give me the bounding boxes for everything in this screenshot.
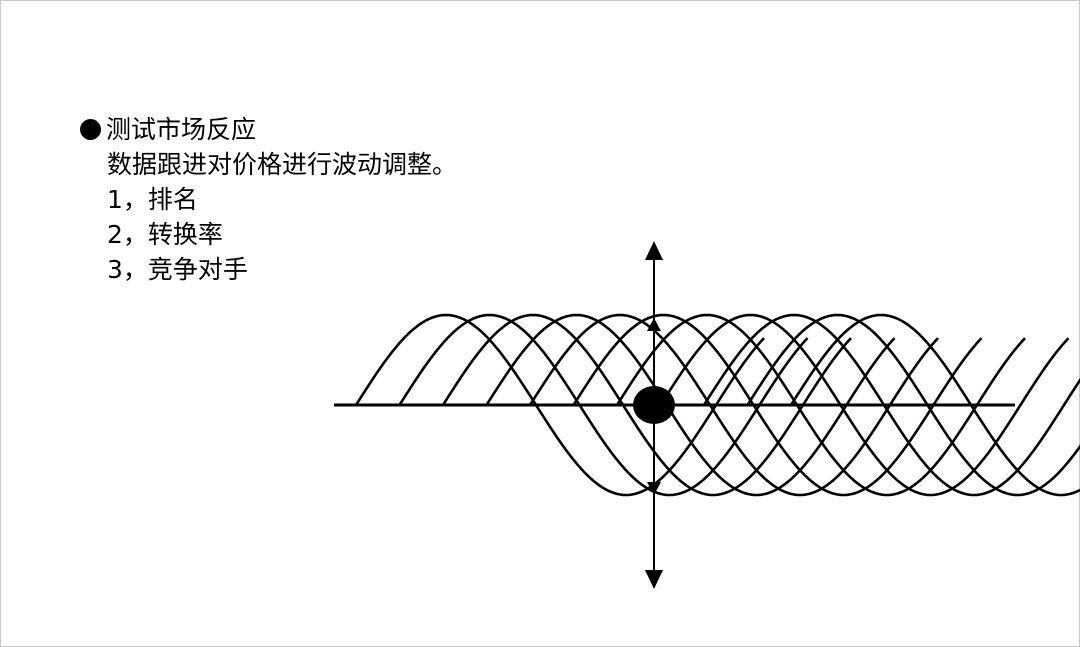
wave-curve [659, 313, 1070, 497]
inner-down-arrow-icon [647, 482, 661, 495]
up-arrow-icon [645, 241, 663, 260]
description-text: 数据跟进对价格进行波动调整。 [107, 150, 458, 179]
wave-curve [789, 313, 1080, 497]
heading-row: 测试市场反应 [78, 112, 457, 147]
wave-curve [572, 313, 983, 497]
wave-curve [615, 313, 1026, 497]
center-dot [633, 386, 675, 424]
wave-curve [485, 313, 896, 497]
list-item-3: 3，竞争对手 [107, 255, 248, 284]
list-item-1: 1，排名 [107, 185, 198, 214]
wave-curve [441, 313, 852, 497]
wave-curve [528, 313, 939, 497]
wave-curve [354, 313, 765, 497]
wave-curve [398, 313, 809, 497]
wave-curves [354, 313, 1080, 497]
list-item-2: 2，转换率 [107, 220, 223, 249]
inner-up-arrow-icon [647, 318, 661, 331]
slide-text: 测试市场反应 数据跟进对价格进行波动调整。 1，排名 2，转换率 3，竞争对手 [78, 112, 457, 287]
bullet-icon [80, 119, 101, 140]
heading-text: 测试市场反应 [106, 115, 257, 144]
wave-curve [702, 313, 1080, 497]
down-arrow-icon [645, 570, 663, 589]
wave-curve [746, 313, 1080, 497]
